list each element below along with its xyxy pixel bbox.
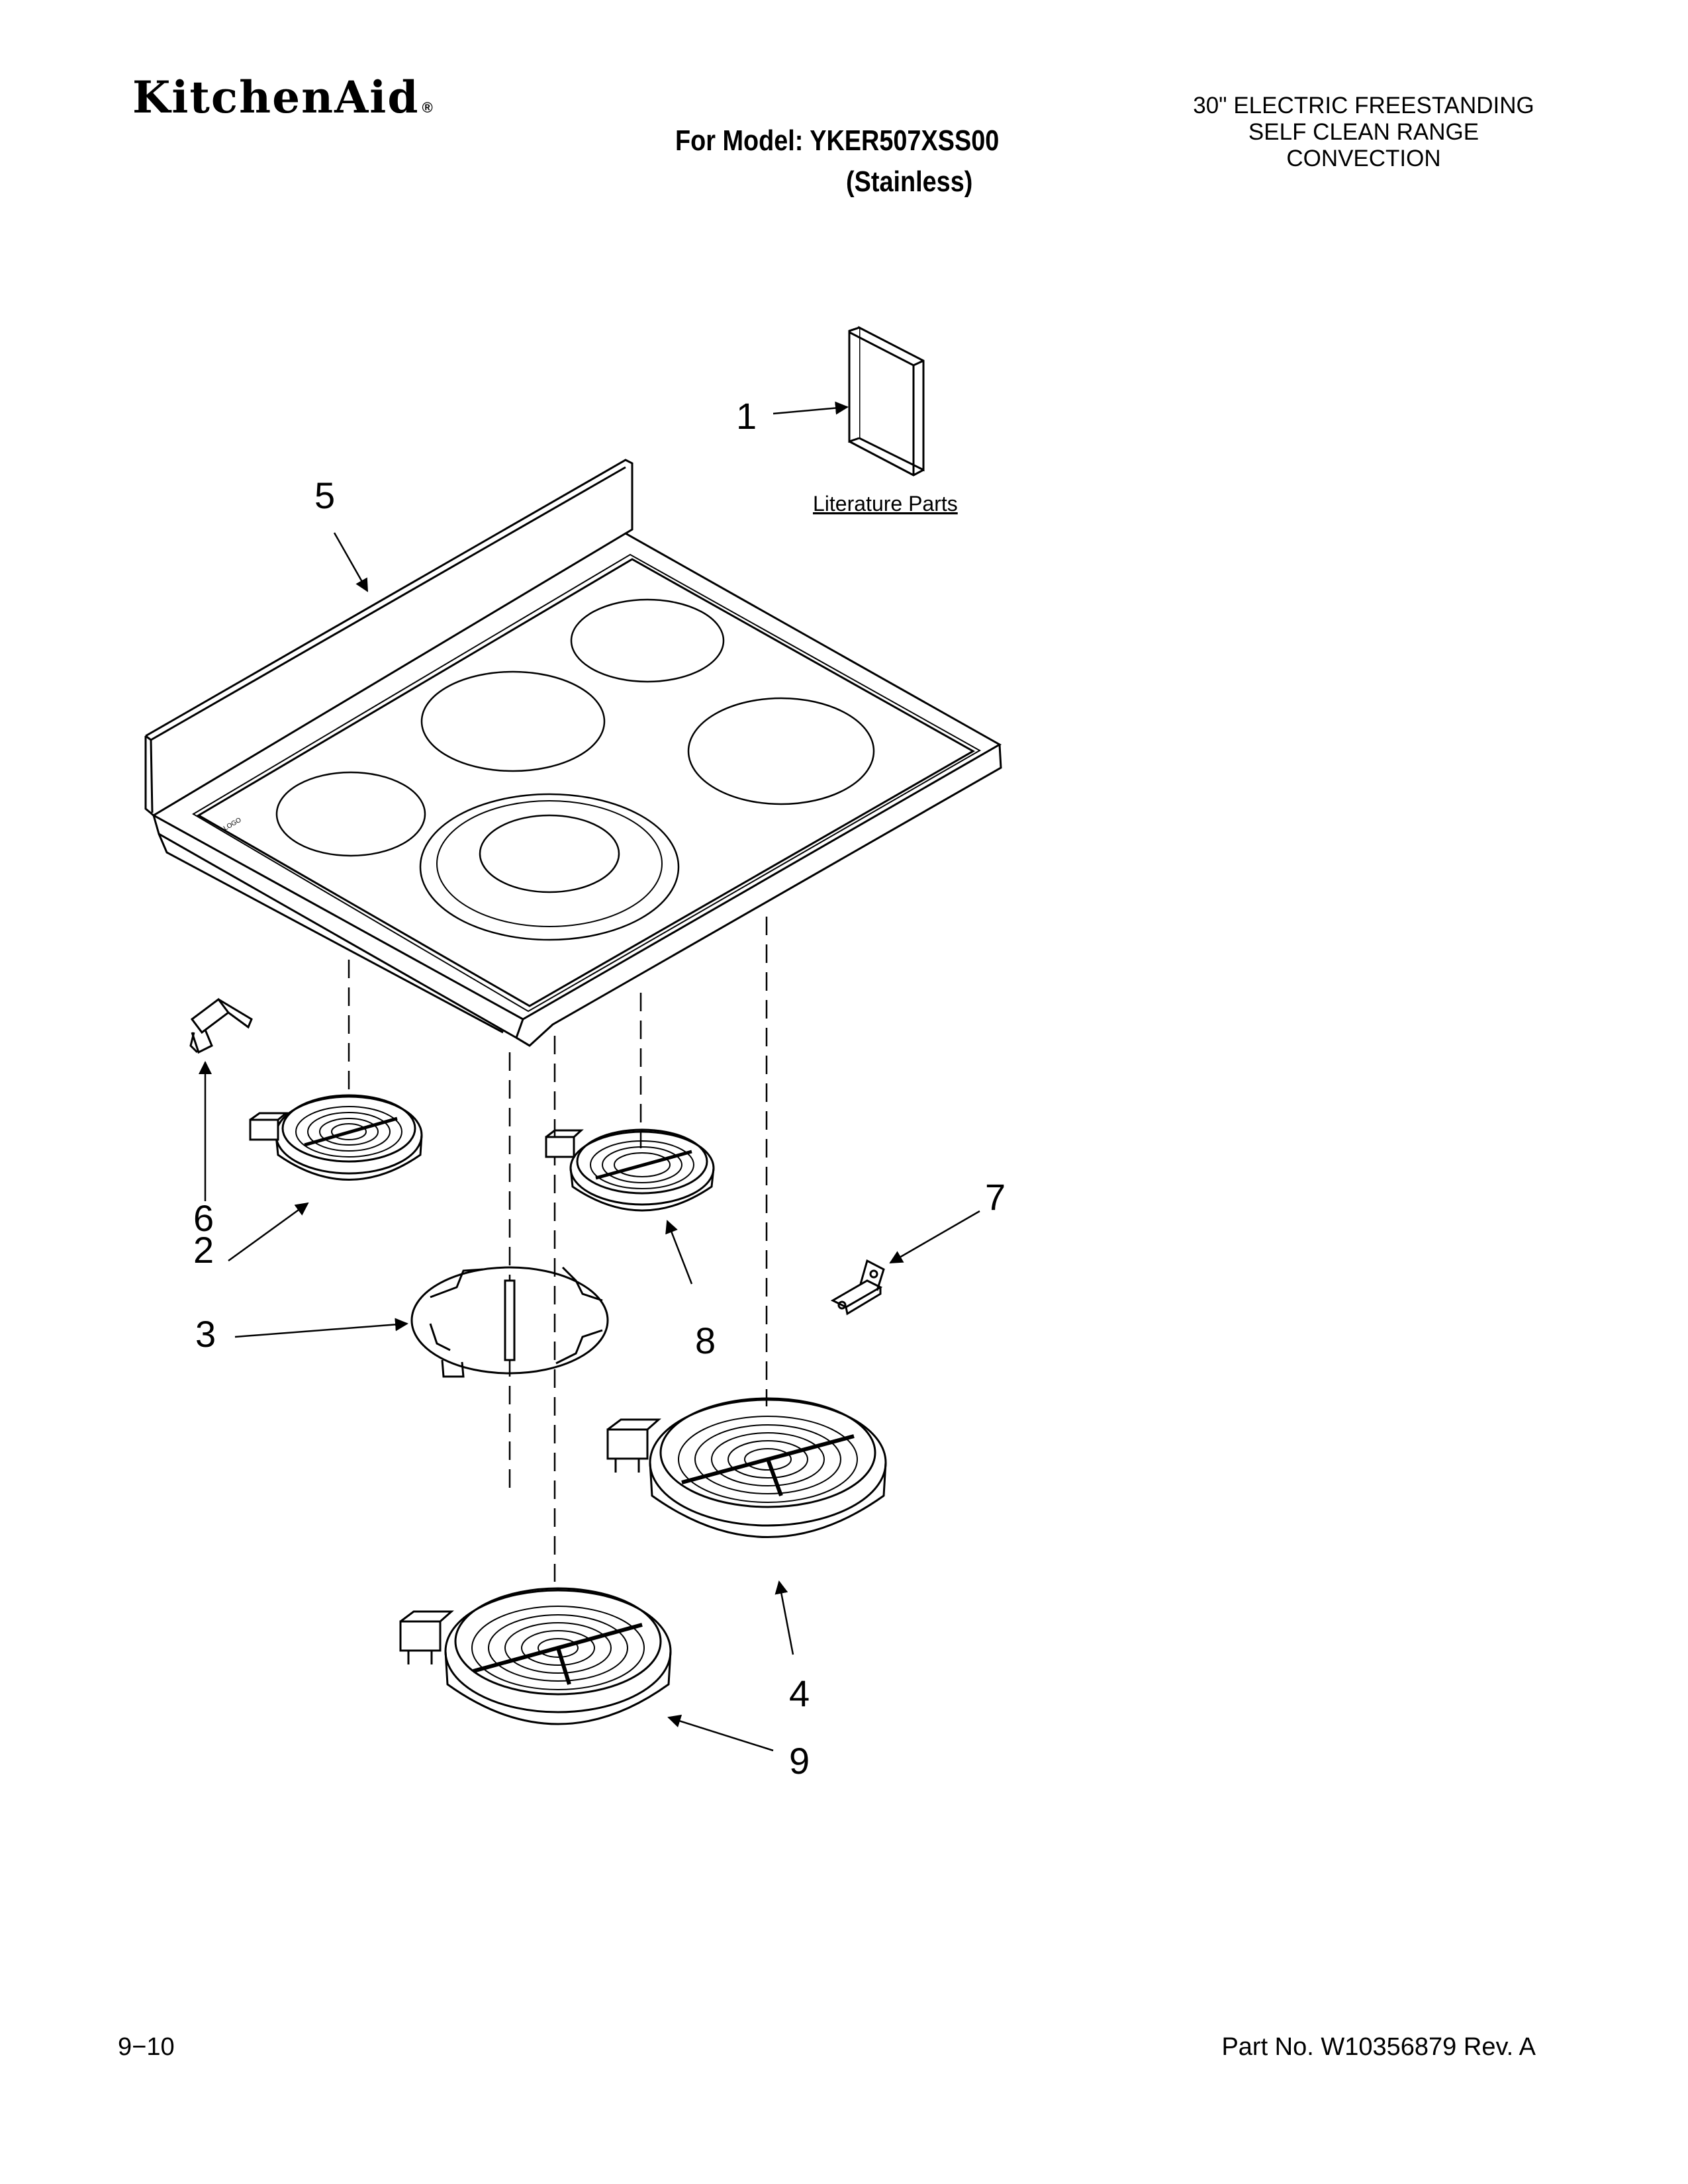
callout-2: 2 bbox=[193, 1229, 214, 1271]
model-line: For Model: YKER507XSS00 bbox=[675, 124, 1000, 157]
product-description: 30" ELECTRIC FREESTANDING SELF CLEAN RAN… bbox=[1139, 93, 1589, 172]
svg-text:LOGO: LOGO bbox=[222, 817, 243, 833]
callout-1: 1 bbox=[736, 395, 757, 437]
callout-8: 8 bbox=[695, 1320, 716, 1361]
registered-mark: ® bbox=[422, 99, 434, 116]
callout-arrows bbox=[199, 401, 980, 1752]
large-element-9 bbox=[399, 1587, 672, 1725]
callout-9: 9 bbox=[789, 1740, 810, 1782]
callout-4: 4 bbox=[789, 1672, 810, 1714]
callout-6: 6 bbox=[193, 1197, 214, 1239]
part-number: Part No. W10356879 Rev. A bbox=[1221, 2033, 1536, 2061]
literature-booklet bbox=[848, 326, 925, 477]
callout-3: 3 bbox=[195, 1313, 216, 1355]
small-element-8 bbox=[545, 1128, 715, 1212]
insulation-disc bbox=[410, 1266, 609, 1378]
large-element-4 bbox=[606, 1397, 887, 1538]
page-reference: 9−10 bbox=[118, 2033, 175, 2061]
callout-7: 7 bbox=[985, 1176, 1006, 1218]
bracket-part bbox=[830, 1259, 885, 1316]
callout-5: 5 bbox=[314, 475, 335, 516]
finish-line: (Stainless) bbox=[846, 165, 973, 198]
description-line-2: SELF CLEAN RANGE bbox=[1248, 119, 1479, 145]
description-line-1: 30" ELECTRIC FREESTANDING bbox=[1193, 93, 1534, 118]
alignment-lines bbox=[348, 917, 768, 1582]
brand-logo: KitchenAid® bbox=[132, 71, 434, 123]
description-line-3: CONVECTION bbox=[1286, 146, 1441, 171]
brand-name: KitchenAid bbox=[132, 71, 420, 123]
clip-part bbox=[189, 997, 253, 1054]
cooktop-assembly: LOGO bbox=[144, 459, 1002, 1047]
literature-parts-label: Literature Parts bbox=[813, 492, 958, 516]
small-element-2 bbox=[249, 1094, 423, 1181]
